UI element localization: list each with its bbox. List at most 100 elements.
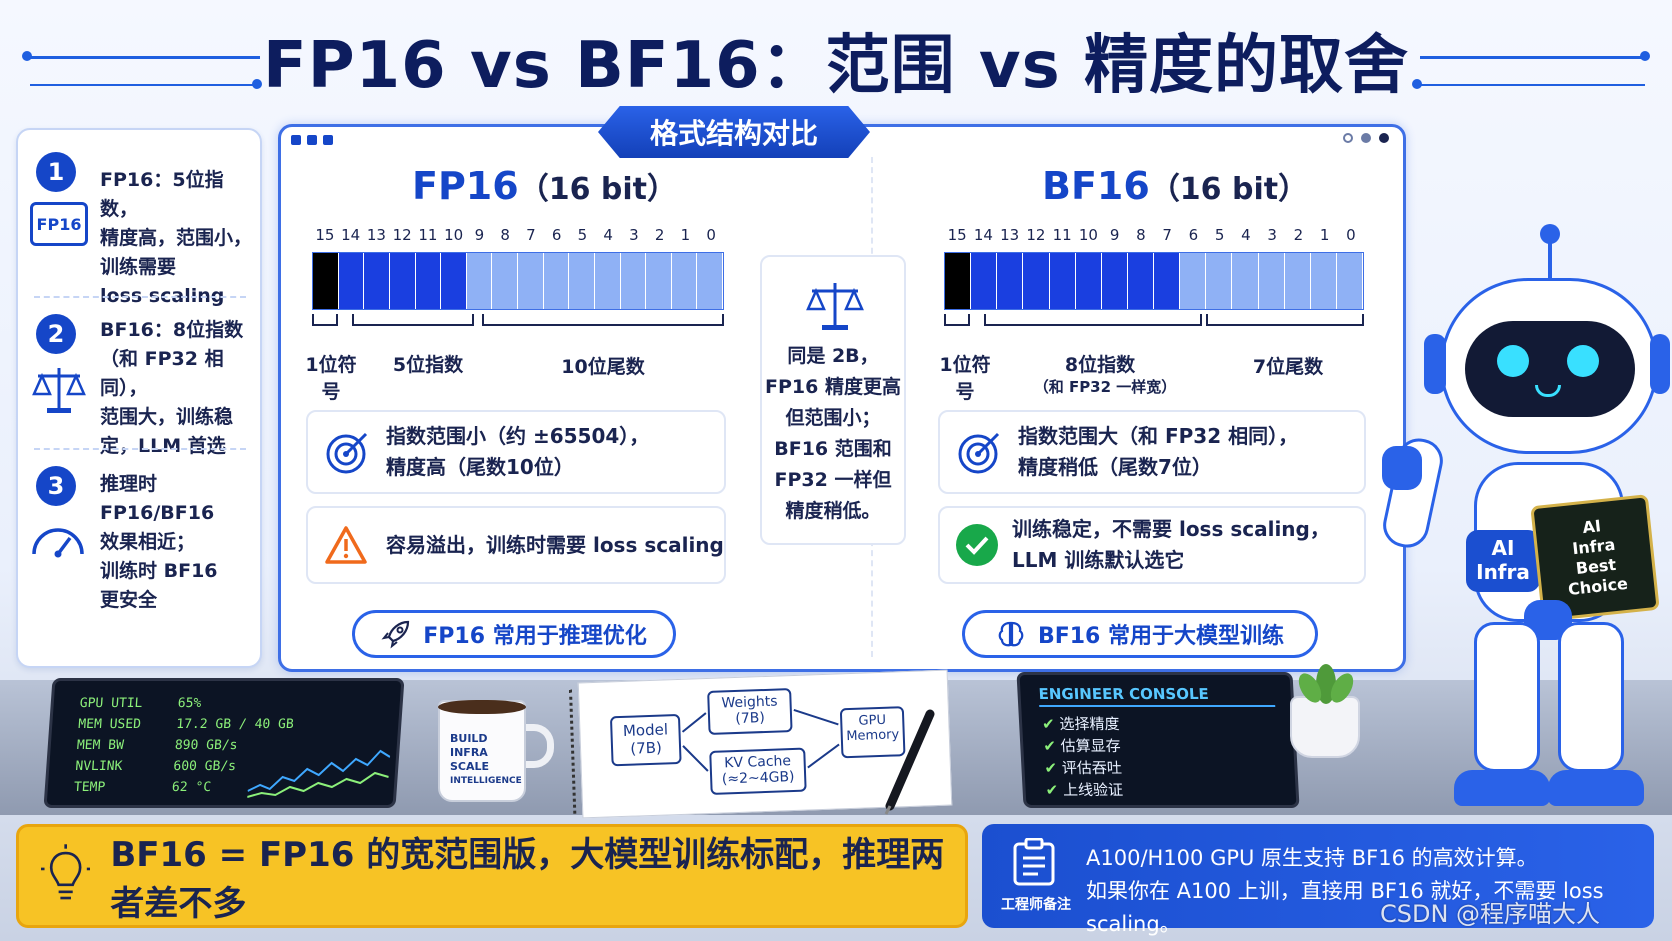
bf16-exponent-bracket	[984, 314, 1202, 326]
exponent-bit	[971, 253, 998, 309]
bf16-bit-layout	[944, 252, 1364, 310]
bf16-mantissa-label: 7位尾数	[1252, 356, 1324, 378]
robot-leg-left	[1474, 622, 1540, 772]
bf16-range-info: 指数范围大（和 FP32 相同）， 精度稍低（尾数7位）	[938, 410, 1366, 494]
bit-number: 3	[1267, 226, 1277, 244]
bit-number: 14	[973, 226, 993, 244]
step-number-1: 1	[36, 152, 76, 192]
exponent-bit	[415, 253, 442, 309]
mantissa-bit	[594, 253, 621, 309]
bf16-exponent-label: 8位指数	[1064, 354, 1136, 376]
exponent-bit	[389, 253, 416, 309]
summary-text-2: BF16：8位指数 （和 FP32 相同）， 范围大，训练稳 定，LLM 首选	[100, 319, 244, 457]
mantissa-bit	[1336, 253, 1363, 309]
bit-number: 0	[1346, 226, 1356, 244]
mantissa-bit	[518, 253, 544, 309]
section-header: 格式结构对比	[598, 106, 870, 158]
circuit-decoration-right-2	[1420, 84, 1645, 86]
summary-banner: BF16 = FP16 的宽范围版，大模型训练标配，推理两者差不多	[16, 824, 968, 928]
plant-pot	[1290, 696, 1360, 758]
engineer-note-banner: 工程师备注 A100/H100 GPU 原生支持 BF16 的高效计算。 如果你…	[982, 824, 1654, 936]
fp16-range-info: 指数范围小（约 ±65504）， 精度高（尾数10位）	[306, 410, 726, 494]
bit-number: 10	[444, 226, 464, 244]
bit-number: 7	[1162, 226, 1172, 244]
fp16-title: FP16（16 bit）	[412, 164, 677, 208]
bit-number: 9	[1109, 226, 1120, 244]
bf16-sign-label: 1位符号	[939, 354, 991, 403]
pen-icon	[884, 709, 935, 815]
robot-antenna-tip	[1540, 224, 1560, 244]
fp16-sign-label: 1位符号	[305, 354, 357, 403]
plant-icon	[1298, 664, 1354, 704]
bit-number: 2	[1293, 226, 1304, 244]
circuit-decoration-left-2	[30, 84, 260, 86]
console-checklist: ✔ 选择精度 ✔ 估算显存 ✔ 评估吞吐 ✔ 上线验证	[1041, 715, 1124, 799]
circuit-dot	[252, 79, 262, 89]
engineer-note-text: A100/H100 GPU 原生支持 BF16 的高效计算。 如果你在 A100…	[1086, 846, 1604, 936]
robot-foot-left	[1454, 770, 1550, 806]
bit-number: 12	[392, 226, 412, 244]
mantissa-bit	[1284, 253, 1311, 309]
bf16-stability-info: 训练稳定，不需要 loss scaling， LLM 训练默认选它	[938, 506, 1366, 584]
balance-scale-icon	[32, 368, 86, 413]
bit-number: 14	[341, 226, 361, 244]
robot-antenna	[1548, 232, 1552, 278]
mantissa-bit	[1232, 253, 1259, 309]
bit-number: 15	[315, 226, 335, 244]
bf16-mantissa-bracket	[1206, 314, 1364, 326]
bit-number: 6	[1188, 226, 1199, 244]
window-dots	[291, 135, 333, 145]
mantissa-bit	[543, 253, 570, 309]
summary-panel: 1 FP16 FP16：5位指数， 精度高，范围小， 训练需要 loss sca…	[16, 128, 262, 668]
sign-bit	[313, 253, 339, 309]
target-icon	[958, 432, 1000, 474]
bit-number: 1	[1319, 226, 1330, 244]
bit-number: 6	[551, 226, 562, 244]
balance-scale-icon	[806, 283, 864, 330]
exponent-bit	[1023, 253, 1050, 309]
clipboard-icon	[1013, 838, 1055, 886]
gauge-icon	[32, 528, 84, 558]
target-icon	[326, 432, 368, 474]
brain-icon	[998, 621, 1024, 647]
bit-number: 13	[366, 226, 386, 244]
step-number-3: 3	[36, 466, 76, 506]
bit-number: 4	[1241, 226, 1251, 244]
bit-number: 12	[1026, 226, 1046, 244]
exponent-bit	[364, 253, 390, 309]
exponent-bit	[997, 253, 1024, 309]
bit-number: 13	[1000, 226, 1020, 244]
divider	[34, 296, 246, 298]
fp16-exponent-label: 5位指数	[392, 354, 464, 376]
gpu-usage-sparkline	[247, 749, 391, 798]
bit-number: 8	[500, 226, 510, 244]
lightbulb-icon	[41, 844, 91, 900]
bf16-usage-button[interactable]: BF16 常用于大模型训练	[962, 610, 1318, 658]
robot-ear-right	[1650, 334, 1670, 394]
bit-number: 15	[947, 226, 967, 244]
exponent-bit	[1075, 253, 1102, 309]
robot-pointing-hand	[1382, 446, 1422, 490]
warning-icon	[325, 526, 367, 564]
mantissa-bit	[569, 253, 595, 309]
bit-number: 0	[706, 226, 716, 244]
bf16-sign-bracket	[944, 314, 970, 326]
bit-number: 7	[526, 226, 536, 244]
circuit-decoration-right	[1420, 56, 1645, 59]
watermark: CSDN @程序喵大人	[1380, 900, 1601, 928]
mantissa-bit	[646, 253, 672, 309]
fp16-bit-layout	[312, 252, 724, 310]
mantissa-bit	[1206, 253, 1233, 309]
sign-bit	[945, 253, 972, 309]
notebook-diagram: Model(7B) Weights(7B) KV Cache(≈2~4GB) G…	[568, 669, 953, 819]
fp16-usage-button[interactable]: FP16 常用于推理优化	[352, 610, 676, 658]
summary-text-3: 推理时 FP16/BF16 效果相近； 训练时 BF16 更安全	[100, 473, 218, 611]
mantissa-bit	[620, 253, 647, 309]
bit-number: 8	[1136, 226, 1146, 244]
exponent-bit	[338, 253, 365, 309]
step-number-2: 2	[36, 314, 76, 354]
